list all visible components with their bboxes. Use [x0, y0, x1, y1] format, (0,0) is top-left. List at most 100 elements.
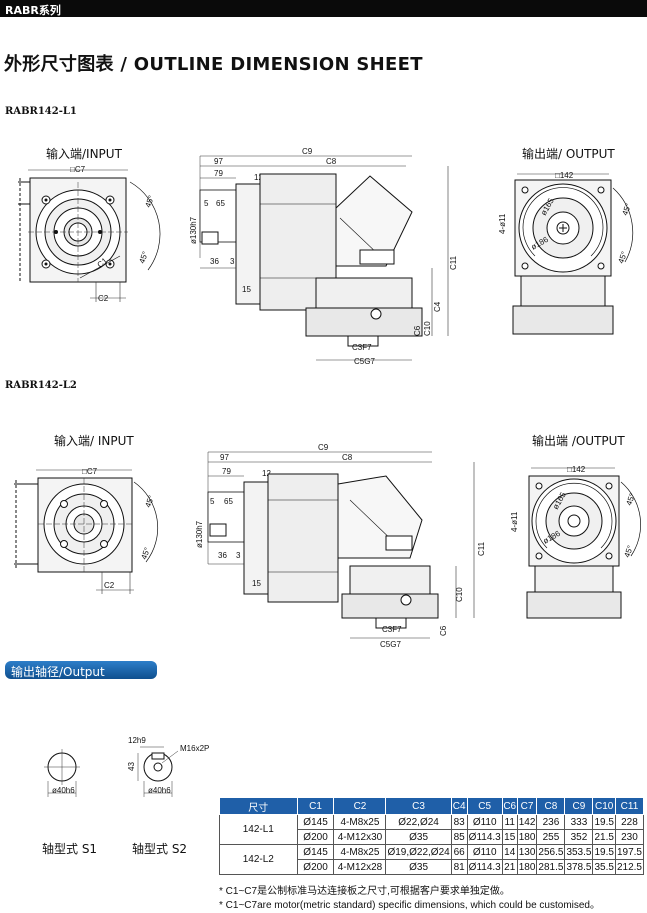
dim-79: 79 — [214, 169, 223, 178]
dim-12-l2: 12 — [262, 469, 271, 478]
cell: 4-M12x28 — [333, 859, 387, 875]
table-row: 142-L2 Ø145 4-M8x25 Ø19,Ø22,Ø24 66 Ø110 … — [219, 844, 645, 875]
cell: 228 — [614, 814, 645, 830]
cell: 35.5 — [592, 859, 616, 875]
cell: 4-M8x25 — [333, 844, 387, 860]
col-size: 尺寸 — [219, 797, 298, 815]
col-c4: C4 — [450, 797, 468, 815]
col-c10: C10 — [592, 797, 616, 815]
cell: Ø35 — [385, 829, 452, 845]
dim-c6: C6 — [413, 325, 422, 336]
table-row: 142-L1 Ø145 4-M8x25 Ø22,Ø24 83 Ø110 11 1… — [219, 814, 645, 845]
cell: 11 — [501, 814, 518, 830]
dim-c5: C5G7 — [354, 357, 375, 366]
col-c3: C3 — [385, 797, 452, 815]
dim-45-upper: 45° — [143, 194, 156, 208]
dim-c7-l2: □C7 — [82, 467, 98, 476]
dim-45-l2-lower: 45° — [139, 546, 152, 560]
dim-c10: C10 — [423, 321, 432, 336]
cell: 180 — [516, 829, 538, 845]
shaft-type-s1-label: 轴型式 S1 — [42, 842, 98, 856]
dim-36: 36 — [210, 257, 219, 266]
footnote-en: * C1~C7are motor(metric standard) specif… — [219, 900, 600, 911]
cell: Ø114.3 — [466, 859, 503, 875]
cell: 230 — [614, 829, 645, 845]
cell: Ø19,Ø22,Ø24 — [385, 844, 452, 860]
output-diameter-tab: 输出轴径/Output Diameter — [5, 661, 157, 694]
col-c2: C2 — [333, 797, 387, 815]
dim-bore-l2: ø130h7 — [195, 520, 204, 548]
dimension-table: 尺寸 C1 C2 C3 C4 C5 C6 C7 C8 C9 C10 C11 14… — [219, 797, 645, 875]
cell: 21.5 — [592, 829, 616, 845]
cell: 180 — [516, 859, 538, 875]
l1-input-label: 输入端/INPUT — [46, 147, 122, 161]
dim-c10-l2: C10 — [455, 587, 464, 602]
cell: 130 — [516, 844, 538, 860]
cell: Ø200 — [296, 829, 335, 845]
dim-79-l2: 79 — [222, 467, 231, 476]
dim-sq142-l2: □142 — [567, 465, 586, 474]
cell: 212.5 — [614, 859, 645, 875]
series-header-bar: RABR系列 — [0, 0, 647, 17]
dim-3-l2: 3 — [236, 551, 241, 560]
table-row: Ø200 4-M12x30 Ø35 85 Ø114.3 15 180 255 3… — [220, 829, 645, 845]
cell: 236 — [536, 814, 566, 830]
model-cell: 142-L1 — [219, 814, 298, 845]
dim-c6-l2: C6 — [439, 625, 448, 636]
col-c11: C11 — [614, 797, 645, 815]
cell: 19.5 — [592, 844, 616, 860]
l1-output-label: 输出端/ OUTPUT — [522, 147, 615, 161]
cell: 66 — [450, 844, 468, 860]
model-label-l1: RABR142-L1 — [5, 106, 77, 117]
dim-45-out-lower: 45° — [616, 250, 629, 264]
cell: Ø200 — [296, 859, 335, 875]
cell: 83 — [450, 814, 468, 830]
l1-output-view-drawing: □142 4-ø11 ø165 ø186 45° 45° — [498, 171, 634, 335]
dim-5-l2: 5 — [210, 497, 215, 506]
cell: Ø35 — [385, 859, 452, 875]
dim-97-l2: 97 — [220, 453, 229, 462]
cell: Ø145 — [296, 844, 335, 860]
dim-5: 5 — [204, 199, 209, 208]
dim-c4: C4 — [433, 301, 442, 312]
dim-c9-l2: C9 — [318, 443, 329, 452]
dim-15-l2: 15 — [252, 579, 261, 588]
table-header-row: 尺寸 C1 C2 C3 C4 C5 C6 C7 C8 C9 C10 C11 — [219, 797, 645, 815]
page-title: 外形尺寸图表 / OUTLINE DIMENSION SHEET — [4, 54, 423, 75]
dim-45-out2-upper: 45° — [624, 492, 637, 506]
cell: 81 — [450, 859, 468, 875]
cell: 197.5 — [614, 844, 645, 860]
l2-output-label: 输出端 /OUTPUT — [532, 434, 625, 448]
dim-c5-l2: C5G7 — [380, 640, 401, 649]
dim-holes-l2: 4-ø11 — [510, 511, 519, 532]
cell: Ø145 — [296, 814, 335, 830]
cell: 21 — [501, 859, 518, 875]
col-c8: C8 — [536, 797, 566, 815]
cell: 255 — [536, 829, 566, 845]
s2-thread: M16x2P — [180, 744, 209, 753]
dim-c2-l2: C2 — [104, 581, 115, 590]
dim-3: 3 — [230, 257, 235, 266]
cell: 333 — [564, 814, 594, 830]
dim-97: 97 — [214, 157, 223, 166]
cell: 142 — [516, 814, 538, 830]
cell: 14 — [501, 844, 518, 860]
cell: 4-M8x25 — [333, 814, 387, 830]
model-cell: 142-L2 — [219, 844, 298, 875]
dim-c3-l2: C3F7 — [382, 625, 402, 634]
dim-c2: C2 — [98, 294, 109, 303]
cell: 4-M12x30 — [333, 829, 387, 845]
dim-holes: 4-ø11 — [498, 213, 507, 234]
dim-sq142: □142 — [555, 171, 574, 180]
dim-45-out-upper: 45° — [620, 202, 633, 216]
cell: 353.5 — [564, 844, 594, 860]
dim-65-l2: 65 — [224, 497, 233, 506]
s2-dia: ø40h6 — [148, 786, 171, 795]
l2-output-view-drawing: □142 4-ø11 ø165 ø186 45° 45° — [510, 465, 641, 619]
l2-side-view-drawing: C9 C8 97 79 12 5 65 ø130h7 36 3 15 C3F7 … — [195, 443, 486, 649]
dim-c9: C9 — [302, 147, 313, 156]
cell: Ø110 — [466, 814, 503, 830]
cell: Ø22,Ø24 — [385, 814, 452, 830]
footnote-cn: * C1~C7是公制标准马达连接板之尺寸,可根据客户要求单独定做。 — [219, 886, 510, 897]
cell: 15 — [501, 829, 518, 845]
